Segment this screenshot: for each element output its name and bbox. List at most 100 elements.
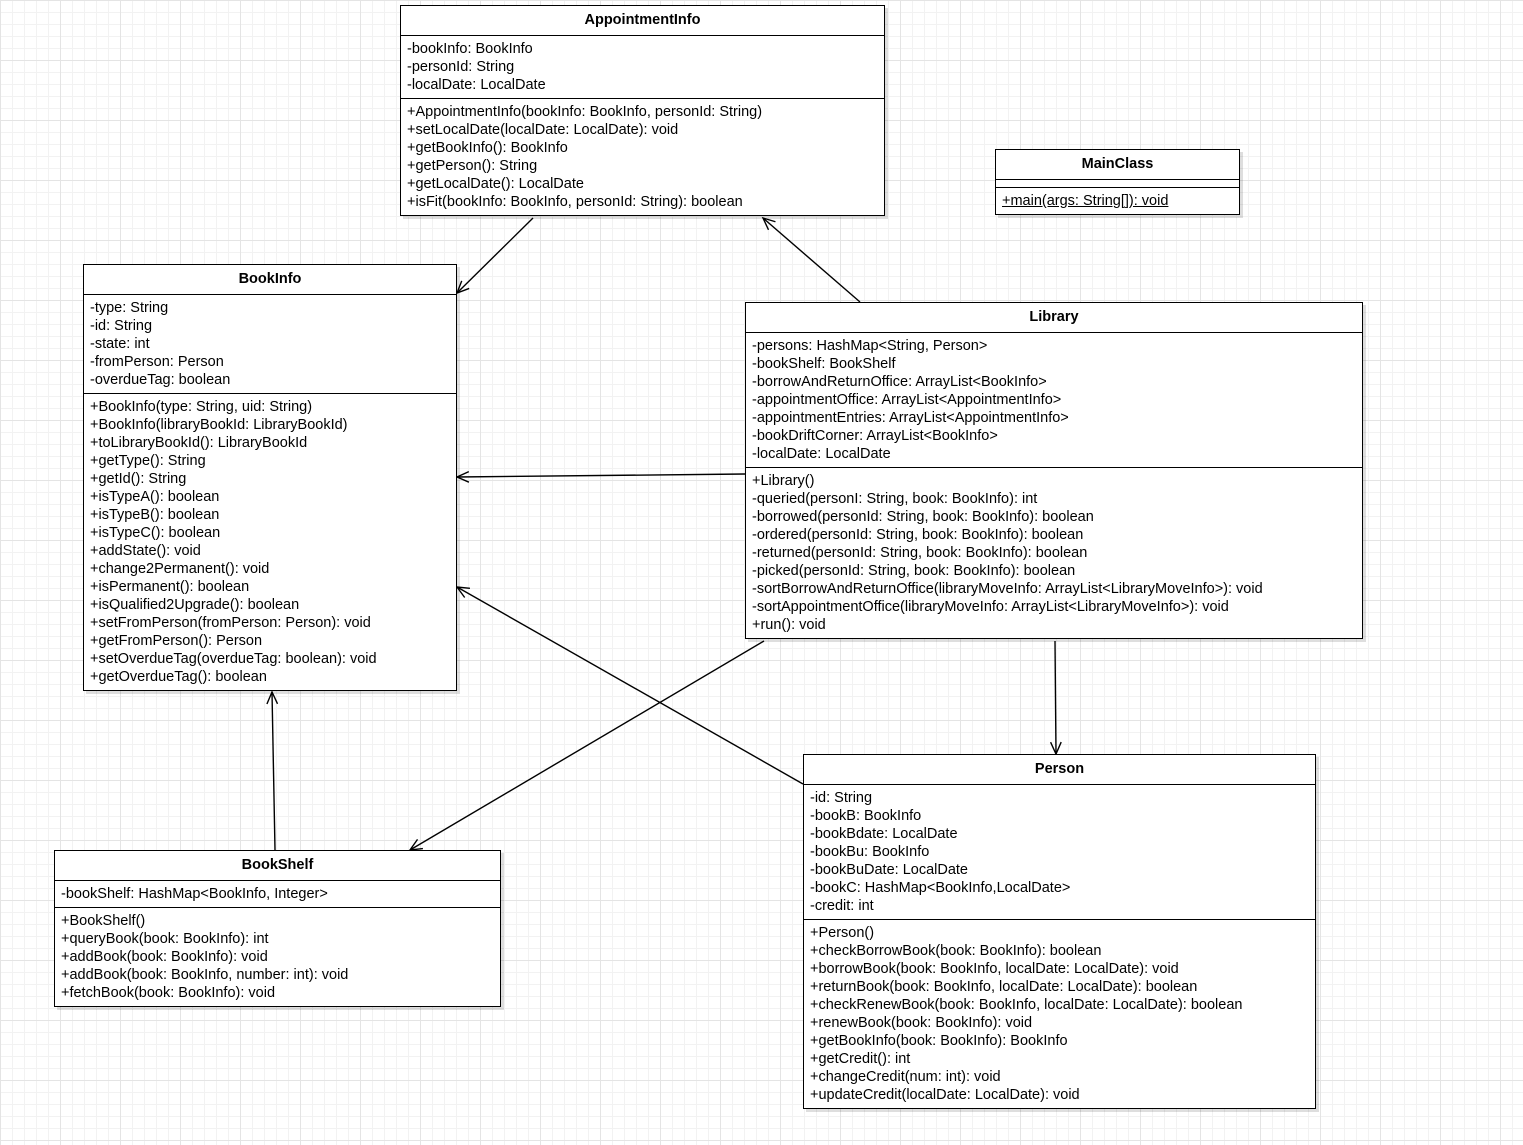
method: +fetchBook(book: BookInfo): void: [61, 985, 276, 1001]
method: +isQualified2Upgrade(): boolean: [90, 597, 300, 613]
methods-section: +Person() +checkBorrowBook(book: BookInfo…: [804, 920, 1315, 1108]
method: +BookInfo(libraryBookId: LibraryBookId): [90, 417, 348, 433]
method: +AppointmentInfo(bookInfo: BookInfo, per…: [407, 104, 763, 120]
attribute: -bookBu: BookInfo: [810, 844, 930, 860]
methods-section: +AppointmentInfo(bookInfo: BookInfo, per…: [401, 99, 884, 215]
open-arrowhead: [455, 470, 470, 483]
attribute: -borrowAndReturnOffice: ArrayList<BookIn…: [752, 374, 1047, 390]
method: +isPermanent(): boolean: [90, 579, 250, 595]
class-mainclass[interactable]: MainClass +main(args: String[]): void: [995, 149, 1240, 215]
attribute: -id: String: [810, 790, 873, 806]
methods-section: +Library() -queried(personI: String, book…: [746, 468, 1362, 638]
attribute: -state: int: [90, 336, 150, 352]
method: +checkBorrowBook(book: BookInfo): boolea…: [810, 943, 1102, 959]
class-bookshelf[interactable]: BookShelf -bookShelf: HashMap<BookInfo, …: [54, 850, 501, 1007]
class-library[interactable]: Library -persons: HashMap<String, Person…: [745, 302, 1363, 639]
class-name: MainClass: [996, 150, 1239, 180]
method: +isTypeA(): boolean: [90, 489, 220, 505]
class-appointmentinfo[interactable]: AppointmentInfo -bookInfo: BookInfo -pers…: [400, 5, 885, 216]
attributes-section: -bookShelf: HashMap<BookInfo, Integer>: [55, 881, 500, 908]
method: -sortAppointmentOffice(libraryMoveInfo: …: [752, 599, 1229, 615]
attribute: -localDate: LocalDate: [407, 77, 546, 93]
methods-section: +BookInfo(type: String, uid: String)+Boo…: [84, 394, 456, 690]
attribute: -bookShelf: BookShelf: [752, 356, 896, 372]
class-bookinfo[interactable]: BookInfo -type: String -id: String -state:…: [83, 264, 457, 691]
attribute: -localDate: LocalDate: [752, 446, 891, 462]
class-name: Person: [804, 755, 1315, 785]
method: -borrowed(personId: String, book: BookIn…: [752, 509, 1094, 525]
method: +addState(): void: [90, 543, 201, 559]
attribute: -credit: int: [810, 898, 874, 914]
open-arrowhead: [761, 216, 776, 231]
methods-section: +main(args: String[]): void: [996, 188, 1239, 214]
attribute: -bookShelf: HashMap<BookInfo, Integer>: [61, 886, 328, 902]
attribute: -appointmentEntries: ArrayList<Appointme…: [752, 410, 1069, 426]
method: +returnBook(book: BookInfo, localDate: L…: [810, 979, 1198, 995]
method: +change2Permanent(): void: [90, 561, 270, 577]
attribute: -fromPerson: Person: [90, 354, 224, 370]
attribute: -bookBdate: LocalDate: [810, 826, 958, 842]
method: +main(args: String[]): void: [1002, 193, 1169, 209]
class-name: BookInfo: [84, 265, 456, 295]
method: +setOverdueTag(overdueTag: boolean): voi…: [90, 651, 377, 667]
method: -ordered(personId: String, book: BookInf…: [752, 527, 1084, 543]
method: +getOverdueTag(): boolean: [90, 669, 267, 685]
attribute: -bookBuDate: LocalDate: [810, 862, 968, 878]
association-appointmentinfo-to-bookinfo: [455, 217, 534, 295]
method: +setFromPerson(fromPerson: Person): void: [90, 615, 371, 631]
method: +queryBook(book: BookInfo): int: [61, 931, 269, 947]
methods-section: +BookShelf()+queryBook(book: BookInfo): …: [55, 908, 500, 1006]
attribute: -personId: String: [407, 59, 515, 75]
association-person-to-bookinfo: [455, 586, 804, 785]
method: +getType(): String: [90, 453, 206, 469]
attributes-section: -type: String -id: String -state: int -from…: [84, 295, 456, 394]
method: +setLocalDate(localDate: LocalDate): voi…: [407, 122, 679, 138]
association-library-to-person: [1049, 640, 1062, 756]
open-arrowhead: [266, 690, 279, 705]
method: +getFromPerson(): Person: [90, 633, 263, 649]
method: +Person(): [810, 925, 875, 941]
method: +isTypeC(): boolean: [90, 525, 221, 541]
method: +getBookInfo(): BookInfo: [407, 140, 568, 156]
method: +borrowBook(book: BookInfo, localDate: L…: [810, 961, 1179, 977]
method: +getCredit(): int: [810, 1051, 911, 1067]
method: +addBook(book: BookInfo): void: [61, 949, 268, 965]
method: -picked(personId: String, book: BookInfo…: [752, 563, 1076, 579]
method: -queried(personI: String, book: BookInfo…: [752, 491, 1038, 507]
method: +isTypeB(): boolean: [90, 507, 220, 523]
attribute: -type: String: [90, 300, 169, 316]
method: +getLocalDate(): LocalDate: [407, 176, 584, 192]
attribute: -id: String: [90, 318, 153, 334]
class-name: AppointmentInfo: [401, 6, 884, 36]
class-name: Library: [746, 303, 1362, 333]
method: +renewBook(book: BookInfo): void: [810, 1015, 1033, 1031]
attribute: -bookInfo: BookInfo: [407, 41, 533, 57]
association-bookshelf-to-bookinfo: [266, 690, 279, 851]
attributes-section: [996, 180, 1239, 188]
method: +run(): void: [752, 617, 826, 633]
attribute: -persons: HashMap<String, Person>: [752, 338, 988, 354]
attribute: -bookB: BookInfo: [810, 808, 922, 824]
method: +isFit(bookInfo: BookInfo, personId: Str…: [407, 194, 743, 210]
class-person[interactable]: Person -id: String -bookB: BookInfo -bookB…: [803, 754, 1316, 1109]
association-library-to-appointmentinfo: [761, 216, 861, 303]
attributes-section: -persons: HashMap<String, Person> -bookSh…: [746, 333, 1362, 468]
method: +changeCredit(num: int): void: [810, 1069, 1001, 1085]
attribute: -bookDriftCorner: ArrayList<BookInfo>: [752, 428, 998, 444]
method: +Library(): [752, 473, 815, 489]
attribute: -appointmentOffice: ArrayList<Appointmen…: [752, 392, 1062, 408]
open-arrowhead: [408, 838, 423, 851]
attributes-section: -bookInfo: BookInfo -personId: String -loc…: [401, 36, 884, 99]
method: +getBookInfo(book: BookInfo): BookInfo: [810, 1033, 1068, 1049]
method: +checkRenewBook(book: BookInfo, localDat…: [810, 997, 1243, 1013]
open-arrowhead: [455, 280, 470, 295]
method: +updateCredit(localDate: LocalDate): voi…: [810, 1087, 1080, 1103]
association-library-to-bookinfo: [455, 470, 746, 483]
association-library-to-bookshelf: [408, 640, 765, 851]
attribute: -bookC: HashMap<BookInfo,LocalDate>: [810, 880, 1071, 896]
method: +toLibraryBookId(): LibraryBookId: [90, 435, 308, 451]
method: +getPerson(): String: [407, 158, 538, 174]
method: +addBook(book: BookInfo, number: int): v…: [61, 967, 349, 983]
class-name: BookShelf: [55, 851, 500, 881]
attribute: -overdueTag: boolean: [90, 372, 231, 388]
